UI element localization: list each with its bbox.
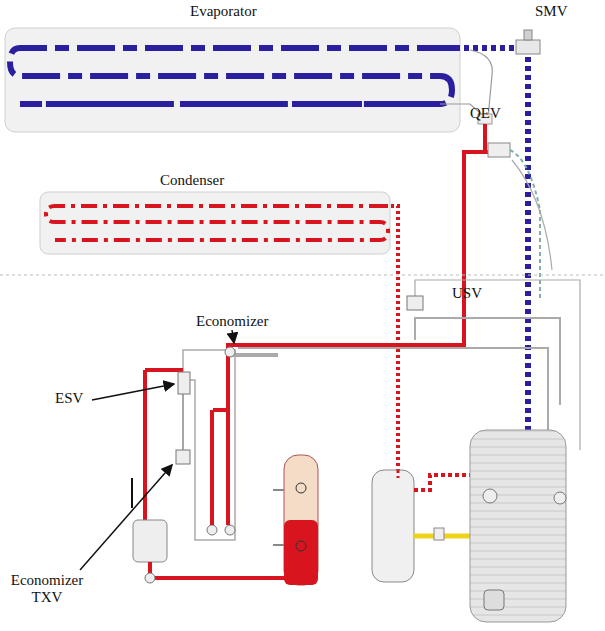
part-label: Economizer TXV [6, 572, 88, 607]
esv-valve [178, 372, 190, 394]
part-label: SMV [535, 3, 568, 20]
part-label: Economizer [196, 313, 268, 330]
part-label: ESV [55, 390, 83, 407]
part-label: QEV [470, 105, 501, 122]
part-label: Condenser [160, 172, 224, 189]
economizer-txv [176, 450, 190, 464]
part-label: USV [452, 285, 482, 302]
condenser-coil [40, 192, 390, 254]
compressor [470, 430, 566, 622]
part-label: Evaporator [190, 3, 257, 20]
evaporator-coil [5, 28, 460, 132]
